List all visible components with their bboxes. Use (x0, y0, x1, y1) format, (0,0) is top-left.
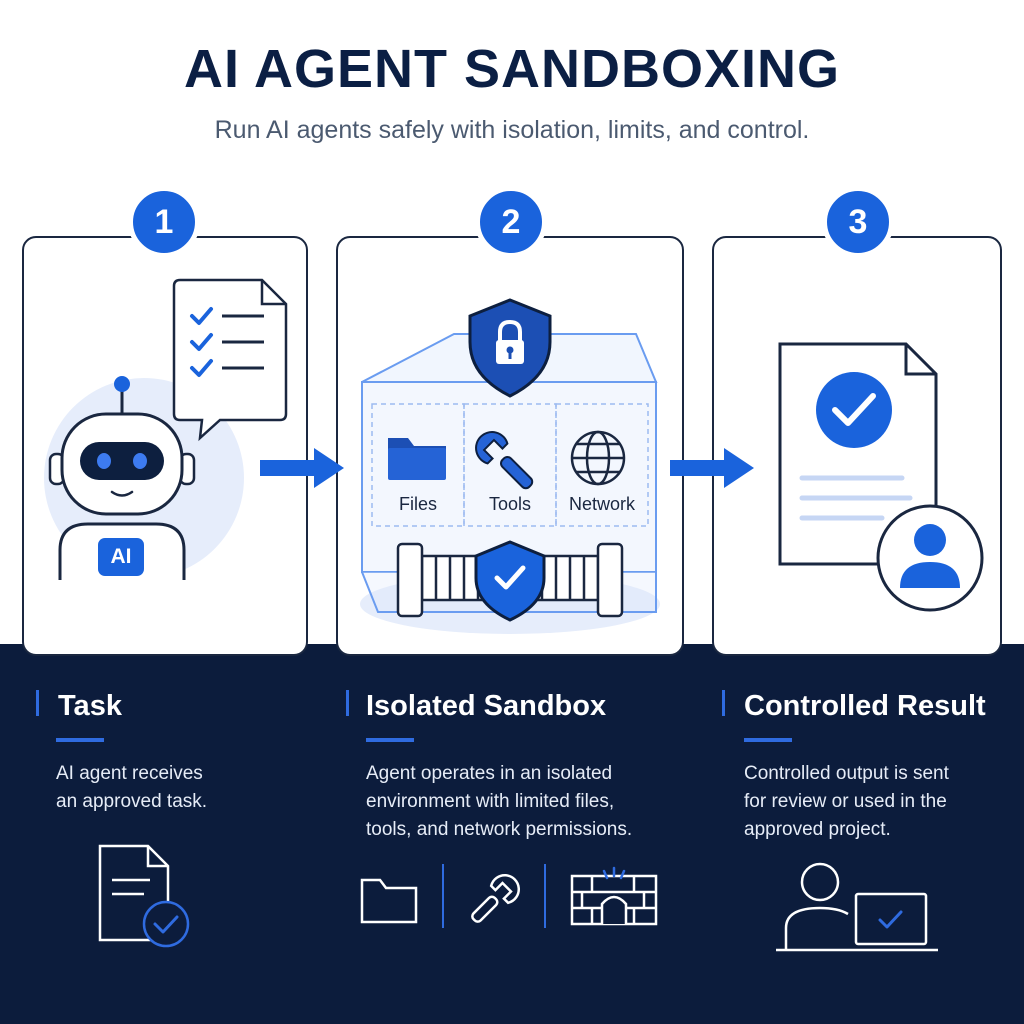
sandbox-tools-label: Tools (488, 494, 532, 514)
divider (442, 864, 444, 928)
task-illustration (44, 278, 288, 580)
step-2-badge: 2 (475, 186, 547, 258)
lock-shield-icon (468, 298, 552, 398)
step-3-badge: 3 (822, 186, 894, 258)
firewall-outline-icon (570, 866, 658, 926)
wrench-outline-icon (471, 874, 520, 923)
step-3-description: Controlled output is sent for review or … (744, 763, 949, 840)
robot-icon (48, 376, 196, 580)
step-1-accent-bar (36, 690, 39, 716)
step-1-underline (56, 738, 104, 742)
document-check-icon (778, 342, 938, 566)
step-3-underline (744, 738, 792, 742)
sandbox-illustration (360, 298, 660, 634)
folder-outline-icon (360, 878, 418, 924)
divider (544, 864, 546, 928)
bottom-panel (0, 644, 1024, 1024)
wrench-icon (475, 431, 534, 490)
step-3-accent-bar (722, 690, 725, 716)
step-2-description: Agent operates in an isolated environmen… (366, 763, 633, 840)
step-3-card (712, 236, 1002, 656)
step-2-accent-bar (346, 690, 349, 716)
step-2-title: Isolated Sandbox (366, 690, 607, 722)
robot-badge-label: AI (110, 545, 132, 568)
step-2-card: Files Tools Network (336, 236, 684, 656)
step-1-card: AI (22, 236, 308, 656)
sandbox-files-label: Files (398, 494, 437, 514)
folder-icon (388, 438, 446, 480)
page-title: AI AGENT SANDBOXING (183, 39, 841, 99)
step-1-badge: 1 (128, 186, 200, 258)
step-3-title: Controlled Result (744, 690, 986, 722)
check-shield-icon (474, 540, 546, 622)
user-laptop-icon (776, 862, 938, 952)
globe-icon (570, 430, 626, 486)
result-illustration (778, 342, 984, 612)
step-1-description: AI agent receives an approved task. (56, 763, 208, 812)
step-1-title: Task (58, 690, 122, 722)
step-2-underline (366, 738, 414, 742)
page-subtitle: Run AI agents safely with isolation, lim… (214, 116, 810, 144)
document-check-outline-icon (98, 844, 190, 948)
checklist-bubble-icon (172, 278, 288, 442)
user-avatar-icon (876, 504, 984, 612)
arrow-right-icon (670, 448, 754, 488)
arrow-right-icon (260, 448, 344, 488)
sandbox-network-label: Network (568, 494, 635, 514)
